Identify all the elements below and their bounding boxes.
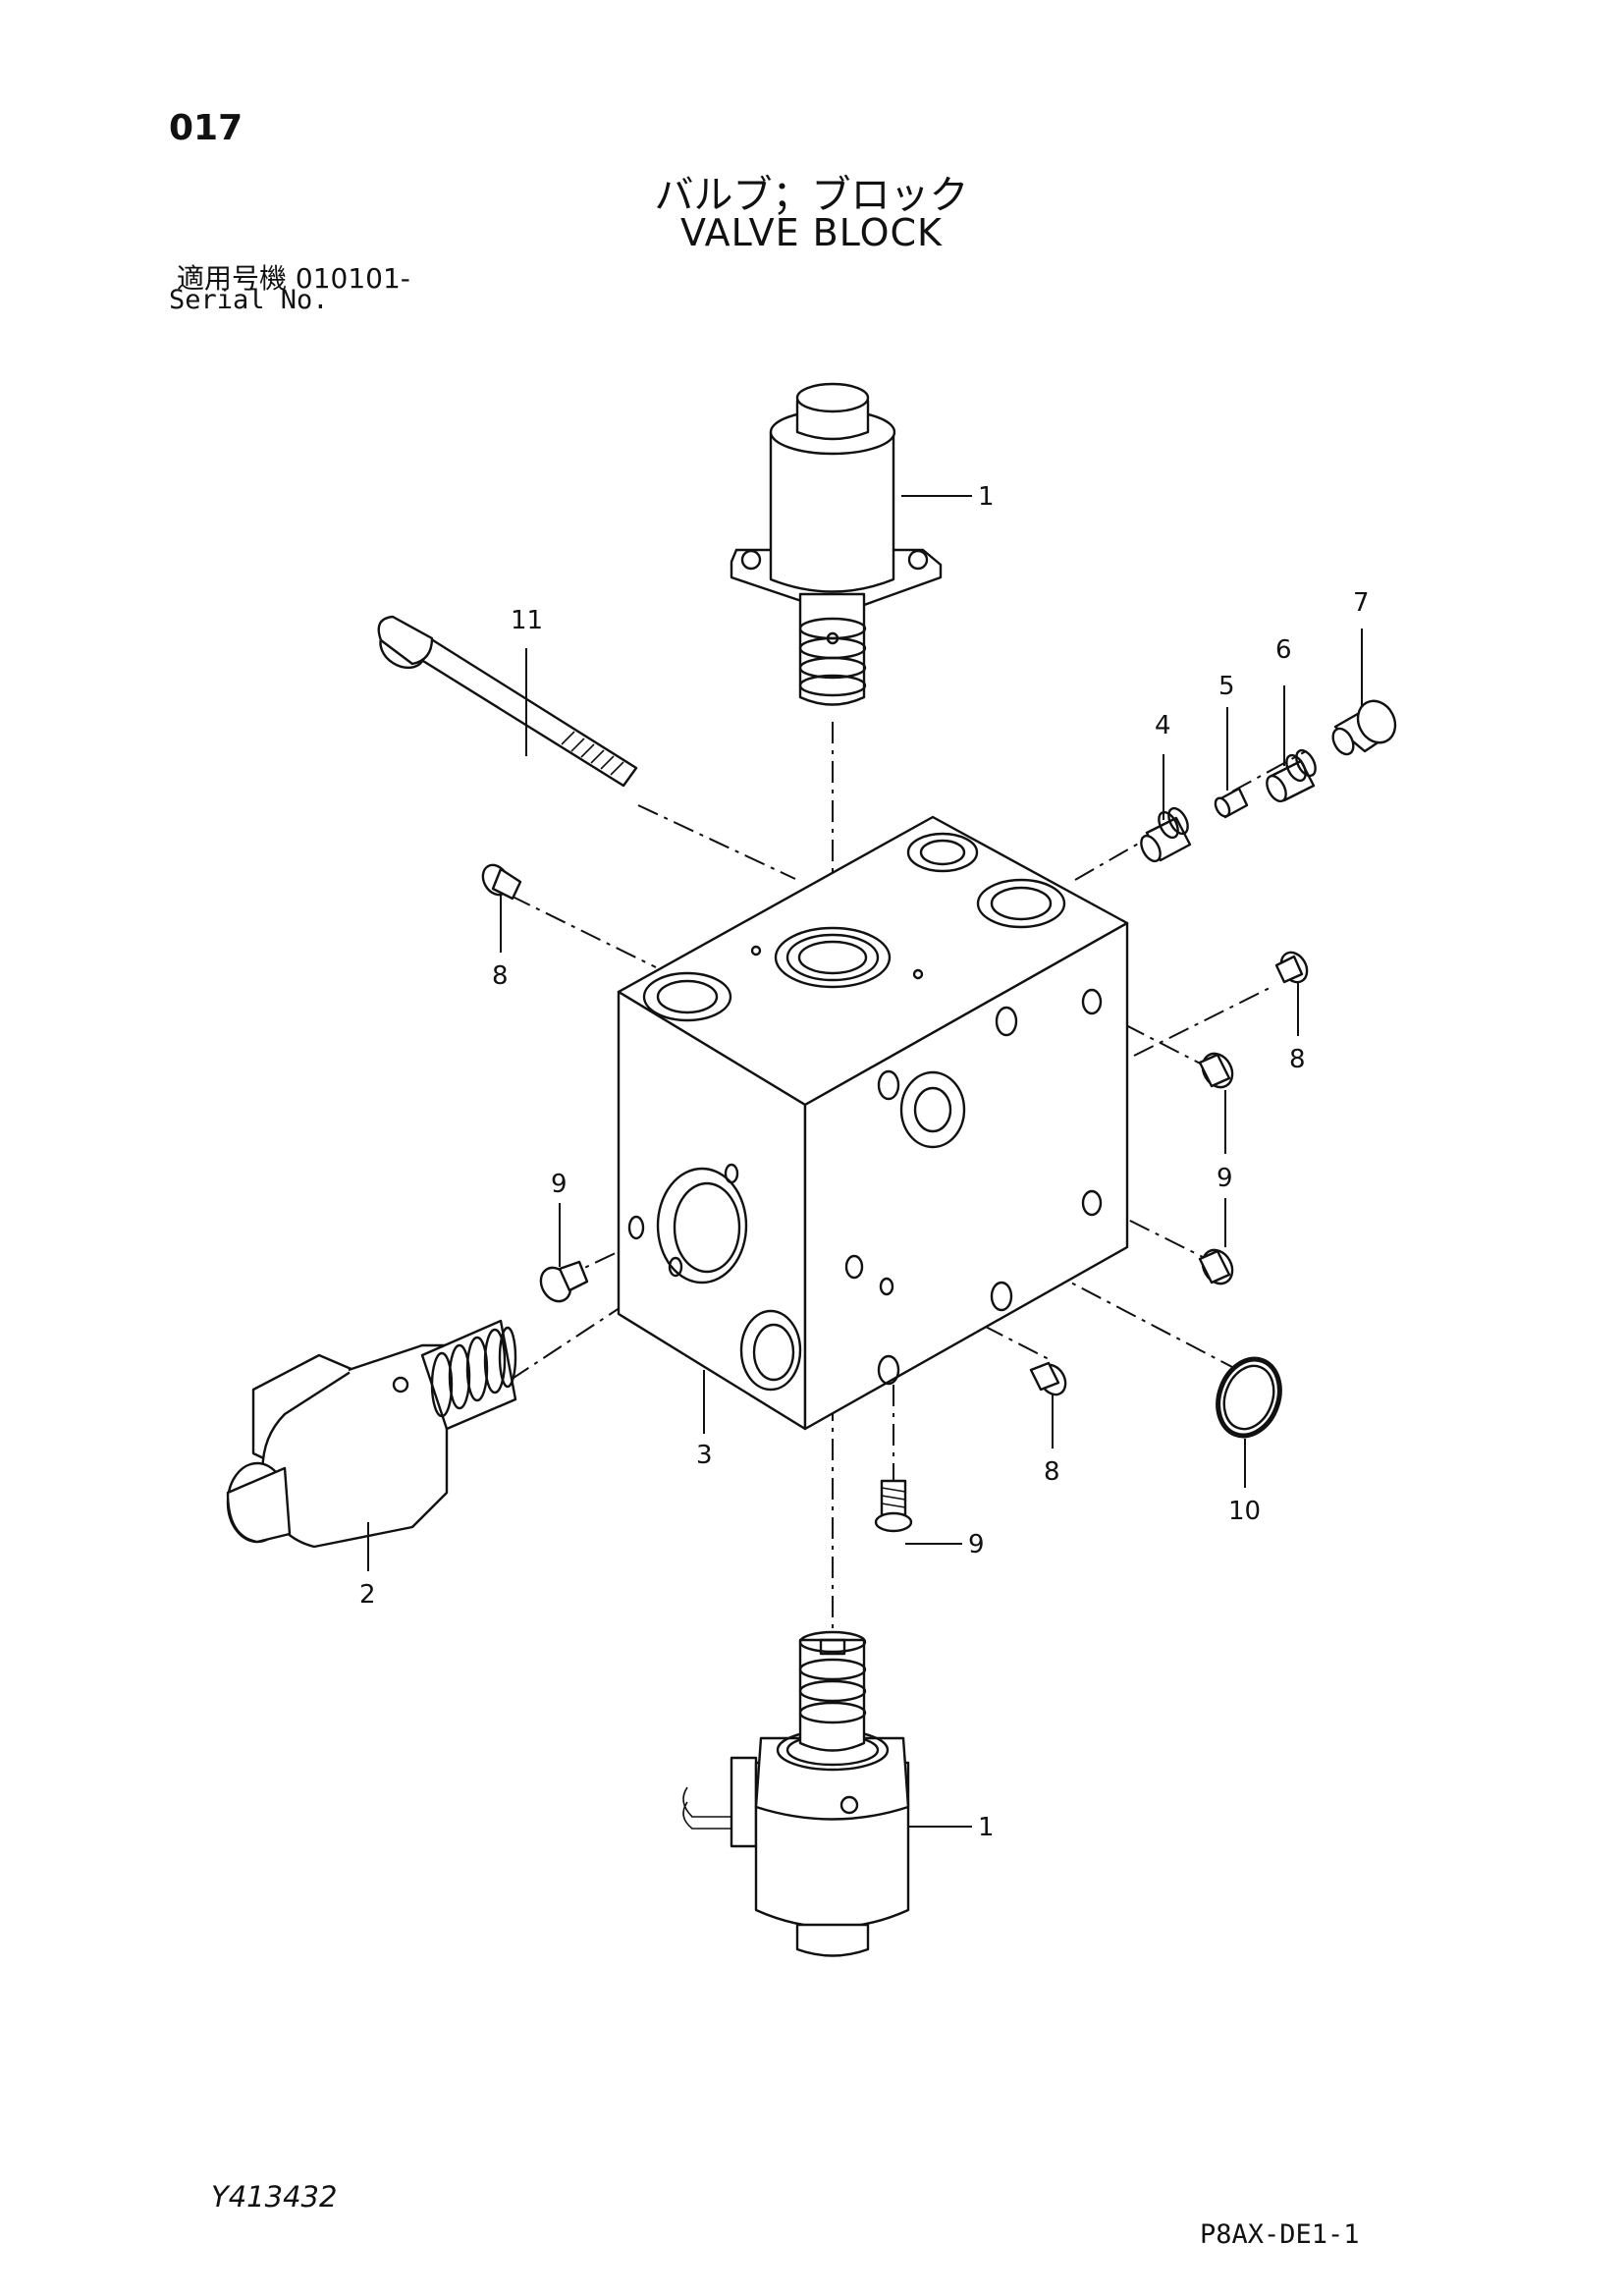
- callout-1-bottom: 1: [978, 1813, 995, 1842]
- screw-9-right-lower: [1198, 1248, 1234, 1285]
- callout-8-right: 8: [1289, 1045, 1306, 1074]
- page-code: P8AX-DE1-1: [1200, 2219, 1360, 2250]
- page-title-japanese: バルブ；ブロック: [654, 173, 969, 218]
- plug-assembly: [1140, 699, 1397, 863]
- screw-9-left: [539, 1260, 589, 1303]
- callout-6: 6: [1275, 635, 1292, 665]
- page-number: 017: [169, 108, 243, 148]
- valve-block: [617, 815, 1129, 1431]
- solenoid-valve-top: [730, 382, 943, 706]
- leader-lines: [367, 495, 1363, 1828]
- callout-2: 2: [359, 1580, 376, 1610]
- drawing-code: Y413432: [211, 2180, 338, 2214]
- callout-7: 7: [1353, 588, 1370, 618]
- callout-1-top: 1: [978, 482, 995, 512]
- screw-8-right: [1274, 951, 1309, 984]
- screw-8-left: [481, 863, 522, 901]
- callout-11: 11: [511, 606, 543, 635]
- callout-3: 3: [696, 1441, 713, 1470]
- screw-8-bottom: [1029, 1361, 1067, 1396]
- solenoid-valve-left: [226, 1319, 517, 1549]
- solenoid-valve-bottom: [682, 1630, 910, 1957]
- callout-labels: 1 1 2 3 4 5 6 7 8 8 8 9 9 9 10 11: [359, 482, 1370, 1842]
- bolt-long: [377, 615, 638, 788]
- callout-5: 5: [1218, 672, 1235, 701]
- serial-label-japanese: 適用号機 010101-: [177, 262, 410, 295]
- callout-9-bottom: 9: [968, 1530, 985, 1559]
- callout-9-left: 9: [551, 1170, 568, 1199]
- screw-9-bottom: [874, 1479, 913, 1533]
- small-screws: [481, 863, 1309, 1533]
- callout-4: 4: [1155, 711, 1171, 740]
- callout-8-bottom: 8: [1044, 1457, 1060, 1487]
- screw-9-right-upper: [1198, 1052, 1234, 1089]
- page-title-english: VALVE BLOCK: [680, 211, 943, 254]
- callout-9-right: 9: [1217, 1164, 1233, 1193]
- callout-8-left: 8: [492, 961, 509, 991]
- o-ring: [1216, 1356, 1282, 1439]
- serial-label-english: Serial No.: [169, 285, 329, 315]
- callout-10: 10: [1228, 1497, 1261, 1526]
